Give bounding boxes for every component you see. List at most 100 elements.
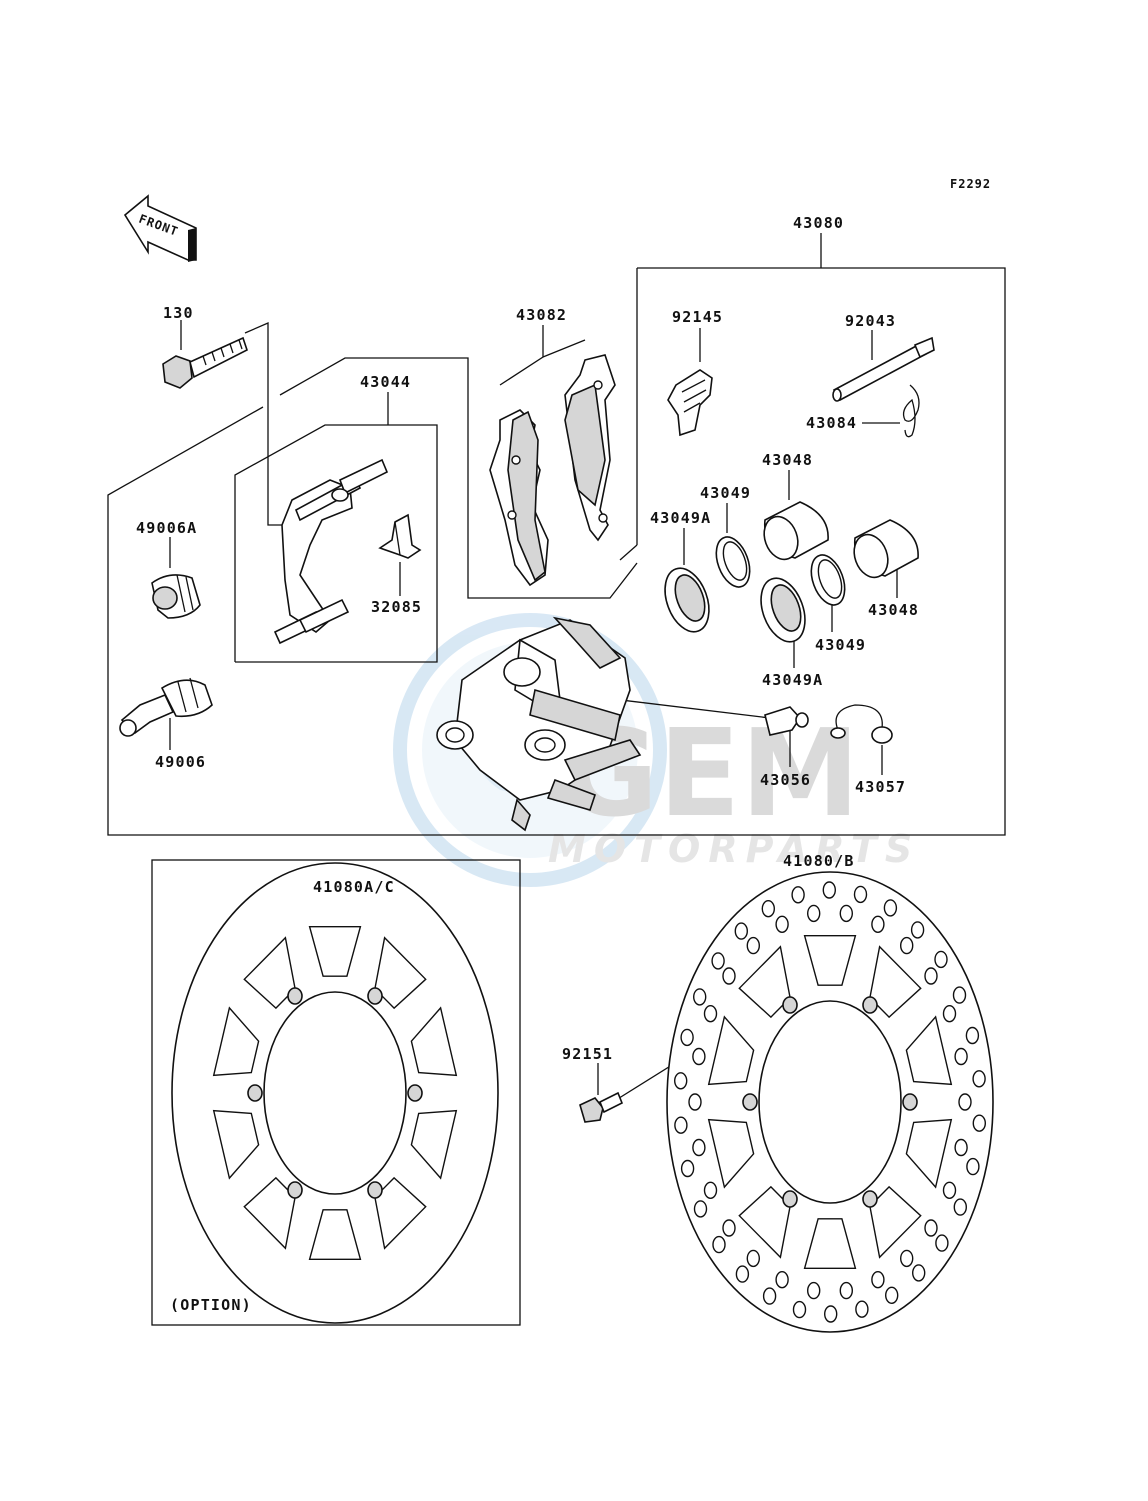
disc-drill-hole bbox=[735, 1265, 750, 1283]
disc-drill-hole bbox=[900, 936, 914, 955]
disc-drill-hole bbox=[692, 1047, 706, 1066]
disc-drill-hole bbox=[674, 1072, 688, 1090]
label-43082: 43082 bbox=[516, 306, 567, 324]
top-assembly-outline bbox=[107, 267, 1006, 836]
bleeder-valve-43056 bbox=[764, 706, 809, 736]
disc-mount-hole bbox=[862, 996, 878, 1014]
disc-drill-hole bbox=[792, 1300, 807, 1319]
disc-drill-hole bbox=[775, 1270, 789, 1289]
label-92145: 92145 bbox=[672, 308, 723, 326]
disc-drill-hole bbox=[693, 1200, 708, 1218]
disc-drill-hole bbox=[972, 1070, 986, 1088]
disc-drill-hole bbox=[711, 952, 725, 970]
disc-drill-hole bbox=[954, 1047, 968, 1066]
disc-drill-hole bbox=[703, 1005, 718, 1023]
disc-drill-hole bbox=[924, 967, 938, 985]
disc-drill-hole bbox=[762, 1287, 777, 1305]
disc-drill-hole bbox=[722, 967, 736, 985]
disc-drill-hole bbox=[839, 904, 853, 923]
disc-drill-hole bbox=[853, 885, 868, 904]
disc-drill-hole bbox=[972, 1114, 986, 1132]
disc-slot bbox=[212, 1006, 260, 1077]
disc-drill-hole bbox=[871, 915, 885, 933]
disc-slot bbox=[212, 1109, 260, 1180]
label-43049-right: 43049 bbox=[815, 636, 866, 654]
disc-drill-hole bbox=[910, 921, 925, 939]
disc-drill-hole bbox=[703, 1181, 718, 1200]
disc-drill-hole bbox=[680, 1159, 695, 1178]
disc-drill-hole bbox=[942, 1181, 957, 1200]
disc-drill-hole bbox=[912, 1264, 926, 1282]
disc-mount-hole bbox=[742, 1093, 758, 1111]
disc-drill-hole bbox=[885, 1286, 899, 1305]
disc-drill-hole bbox=[935, 1234, 949, 1252]
disc-slot bbox=[410, 1109, 458, 1180]
disc-slot bbox=[308, 1209, 362, 1260]
disc-drill-hole bbox=[966, 1157, 980, 1176]
disc-drill-hole bbox=[934, 950, 948, 969]
disc-mount-hole bbox=[902, 1093, 918, 1111]
spring-plate-92145 bbox=[667, 369, 713, 437]
front-arrow-icon: FRONT bbox=[123, 194, 197, 262]
disc-mount-hole bbox=[782, 996, 798, 1014]
label-43049-top: 43049 bbox=[700, 484, 751, 502]
disc-slot bbox=[308, 926, 362, 977]
disc-drill-hole bbox=[712, 1235, 726, 1254]
label-32085: 32085 bbox=[371, 598, 422, 616]
disc-drill-hole bbox=[693, 988, 707, 1006]
disc-mount-hole bbox=[862, 1190, 878, 1208]
pin-92043 bbox=[832, 336, 935, 402]
disc-slot bbox=[803, 1218, 857, 1269]
brake-pads-43082 bbox=[489, 354, 616, 587]
label-130: 130 bbox=[163, 304, 194, 322]
option-label: (OPTION) bbox=[170, 1296, 252, 1314]
label-43056: 43056 bbox=[760, 771, 811, 789]
bolt-92151 bbox=[579, 1091, 624, 1123]
disc-drill-hole bbox=[954, 1138, 968, 1157]
figure-code: F2292 bbox=[950, 177, 991, 191]
disc-drill-hole bbox=[674, 1116, 688, 1134]
disc-mount-hole bbox=[367, 987, 383, 1005]
boot-49006A bbox=[151, 574, 201, 619]
disc-drill-hole bbox=[688, 1093, 702, 1111]
disc-drill-hole bbox=[761, 900, 775, 918]
label-92043: 92043 bbox=[845, 312, 896, 330]
disc-drill-hole bbox=[791, 886, 805, 904]
label-49006A: 49006A bbox=[136, 519, 197, 537]
disc-slot bbox=[707, 1118, 755, 1189]
disc-drill-hole bbox=[734, 922, 748, 940]
disc-drill-hole bbox=[807, 1281, 821, 1300]
label-41080B: 41080/B bbox=[783, 852, 855, 870]
disc-drill-hole bbox=[900, 1249, 914, 1268]
label-49006: 49006 bbox=[155, 753, 206, 771]
disc-slot bbox=[869, 945, 922, 1019]
disc-slot bbox=[707, 1015, 755, 1086]
disc-drill-hole bbox=[775, 915, 789, 933]
disc-mount-hole bbox=[782, 1190, 798, 1208]
label-43057: 43057 bbox=[855, 778, 906, 796]
disc-drill-hole bbox=[924, 1219, 938, 1237]
boot-49006 bbox=[119, 677, 213, 737]
disc-slot bbox=[374, 936, 427, 1010]
label-43048-top: 43048 bbox=[762, 451, 813, 469]
clip-32085 bbox=[378, 513, 422, 559]
disc-slot bbox=[243, 1176, 296, 1250]
disc-drill-hole bbox=[953, 1198, 967, 1216]
option-box bbox=[151, 859, 521, 1326]
disc-drill-hole bbox=[746, 1249, 760, 1268]
bolt-130 bbox=[162, 336, 248, 389]
disc-drill-hole bbox=[692, 1138, 706, 1157]
label-92151: 92151 bbox=[562, 1045, 613, 1063]
seals-and-pistons bbox=[664, 501, 919, 643]
caliper-body bbox=[436, 616, 642, 832]
disc-drill-hole bbox=[958, 1093, 972, 1111]
cap-43057 bbox=[830, 704, 893, 744]
disc-mount-hole bbox=[407, 1084, 423, 1102]
label-43084: 43084 bbox=[806, 414, 857, 432]
label-43049A-bottom: 43049A bbox=[762, 671, 823, 689]
disc-mount-hole bbox=[287, 987, 303, 1005]
label-43049A-left: 43049A bbox=[650, 509, 711, 527]
label-43048-right: 43048 bbox=[868, 601, 919, 619]
label-43080: 43080 bbox=[793, 214, 844, 232]
disc-drill-hole bbox=[722, 1219, 736, 1237]
